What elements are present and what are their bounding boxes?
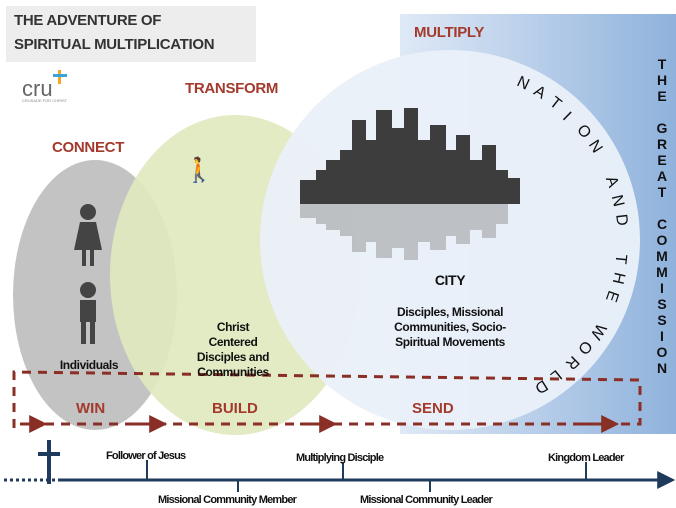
svg-text:🚶: 🚶: [184, 156, 214, 184]
cross-icon: [38, 440, 60, 484]
flow-arrow: [12, 370, 642, 428]
arc-letter: D: [611, 213, 631, 227]
title-line-2: SPIRITUAL MULTIPLICATION: [14, 36, 215, 53]
timeline-follower-of-jesus: Follower of Jesus: [106, 450, 186, 462]
logo-cross-icon: [58, 70, 61, 84]
timeline-missional-community-leader: Missional Community Leader: [360, 494, 493, 506]
arrow-label-win: WIN: [76, 400, 106, 417]
city-reflection: [300, 204, 508, 260]
christ-centered-label: Christ Centered Disciples and Communitie…: [196, 320, 270, 379]
individuals-label: Individuals: [59, 358, 119, 372]
cru-logo: cru CRUSADE FOR CHRIST: [22, 70, 82, 106]
arc-letter: T: [611, 252, 630, 265]
logo-text: cru: [22, 76, 53, 101]
man-figure-icon: [80, 282, 96, 344]
phase-transform: TRANSFORM: [185, 80, 279, 97]
timeline-kingdom-leader: Kingdom Leader: [548, 452, 624, 464]
multiply-circle: [260, 50, 640, 430]
timeline-ticks: [146, 460, 587, 492]
city-skyline-icon: [300, 108, 520, 204]
phase-multiply: MULTIPLY: [414, 24, 485, 41]
phase-connect: CONNECT: [52, 139, 125, 156]
great-commission-text: T H E G R E A T C O M M I S S I O N: [656, 56, 668, 376]
arrow-label-send: SEND: [412, 400, 454, 417]
woman-figure-icon: [74, 204, 102, 266]
timeline-multiplying-disciple: Multiplying Disciple: [296, 452, 384, 464]
title-box: [6, 6, 256, 62]
arrow-label-build: BUILD: [212, 400, 258, 417]
logo-tagline: CRUSADE FOR CHRIST: [22, 98, 68, 103]
title-line-1: THE ADVENTURE OF: [14, 12, 162, 29]
city-description: Disciples, Missional Communities, Socio-…: [394, 305, 506, 349]
city-title: CITY: [434, 272, 466, 288]
group-people-icon: 🚶: [184, 156, 214, 184]
timeline-missional-community-member: Missional Community Member: [158, 494, 297, 506]
